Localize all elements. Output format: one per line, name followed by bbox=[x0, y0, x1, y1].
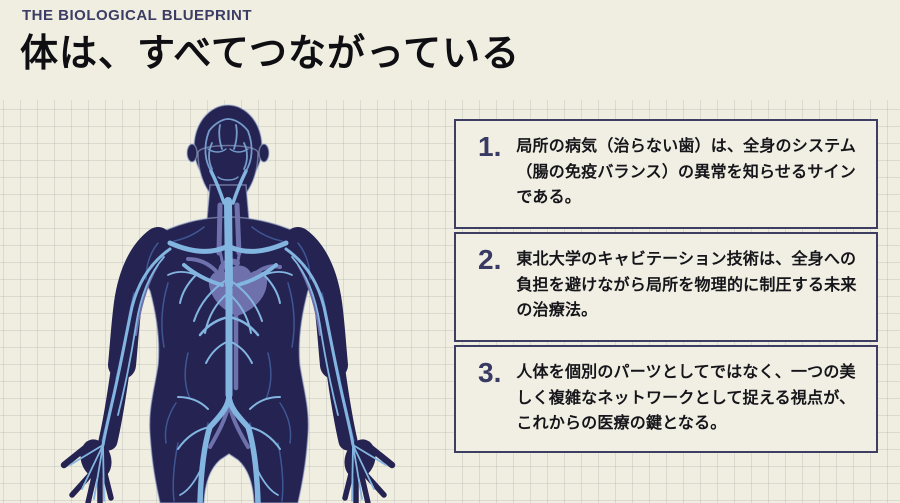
major-vessels bbox=[69, 169, 387, 503]
body-fingers bbox=[60, 445, 396, 503]
point-text: 東北大学のキャビテーション技術は、全身への負担を避けながら局所を物理的に制圧する… bbox=[516, 251, 857, 320]
point-number: 2. bbox=[478, 244, 502, 275]
point-number: 1. bbox=[478, 131, 502, 162]
head-vessel-web bbox=[204, 118, 253, 181]
page-title: 体は、すべてつながっている bbox=[20, 33, 521, 75]
point-text: 局所の病気（治らない歯）は、全身のシステム（腸の免疫バランス）の異常を知らせるサ… bbox=[516, 138, 857, 207]
point-text: 人体を個別のパーツとしてではなく、一つの美しく複雑なネットワークとして捉える視点… bbox=[516, 364, 856, 433]
point-number: 3. bbox=[478, 357, 502, 388]
key-point-card-3: 3. 人体を個別のパーツとしてではなく、一つの美しく複雑なネットワークとして捉え… bbox=[454, 345, 878, 453]
human-circulatory-illustration bbox=[60, 104, 396, 503]
key-point-card-1: 1. 局所の病気（治らない歯）は、全身のシステム（腸の免疫バランス）の異常を知ら… bbox=[454, 119, 878, 229]
eyebrow-label: THE BIOLOGICAL BLUEPRINT bbox=[22, 7, 253, 24]
key-points-list: 1. 局所の病気（治らない歯）は、全身のシステム（腸の免疫バランス）の異常を知ら… bbox=[454, 119, 878, 453]
key-point-card-2: 2. 東北大学のキャビテーション技術は、全身への負担を避けながら局所を物理的に制… bbox=[454, 232, 878, 342]
